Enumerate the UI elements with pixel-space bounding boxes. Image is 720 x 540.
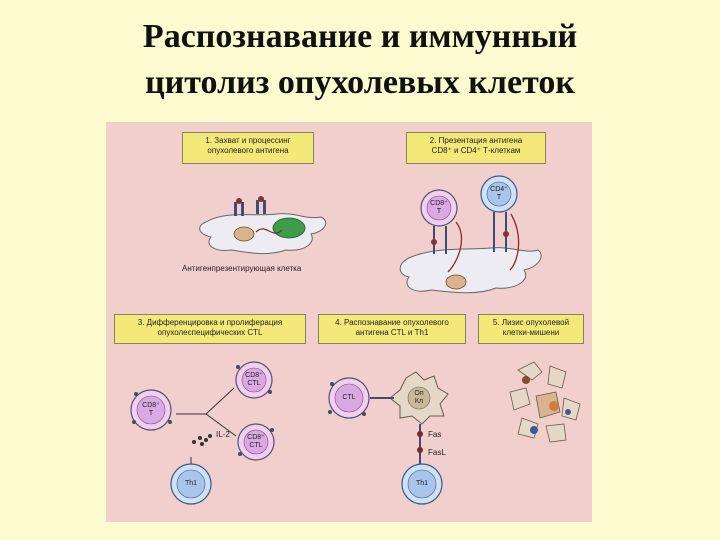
cd8-t-cell-a — [420, 189, 458, 227]
ctl-cell-3-label: CTL — [342, 394, 356, 401]
step-2-box: 2. Презентация антигена CD8⁺ и CD4⁺ Т-кл… — [406, 132, 546, 164]
antigen-presenting-cell-1 — [199, 196, 327, 255]
th1-cell-a — [170, 463, 212, 505]
step-5-line-1: 5. Лизис опухолевой — [492, 318, 570, 327]
cd8-t-cell-b — [130, 389, 172, 431]
il2-molecules — [192, 434, 212, 446]
th1-cell-b-label: Th1 — [415, 480, 429, 487]
ctl-cell-2 — [237, 423, 275, 461]
ctl-cell-1 — [235, 361, 273, 399]
tumor-line-2: Кл — [414, 398, 424, 405]
step-2-line-2: CD8⁺ и CD4⁺ Т-клеткам — [431, 146, 521, 155]
il2-label: IL-2 — [216, 430, 230, 439]
step-3-line-2: опухолеспецифических CTL — [157, 328, 263, 337]
ctl-cell-2-label: CD8⁺ CTL — [244, 434, 268, 450]
apc-label: Антигенпрезентирующая клетка — [182, 264, 302, 273]
ctl-2-cd8-text: CD8⁺ — [247, 434, 265, 441]
ctl-cell-1-label: CD8⁺ CTL — [242, 372, 266, 388]
antigen-presenting-cell-2 — [399, 247, 542, 294]
cd4-text: CD4⁺ — [490, 186, 508, 193]
th1-cell-a-label: Th1 — [184, 480, 198, 487]
diagram-drawing — [130, 175, 581, 505]
t-a-text: T — [436, 208, 442, 215]
cd4-t-cell — [480, 175, 518, 213]
step-4-line-2: антигена CTL и Th1 — [355, 328, 429, 337]
t-c-text: T — [148, 410, 154, 417]
tumor-cell-label: Оп Кл — [407, 390, 431, 406]
step-5-box: 5. Лизис опухолевой клетки-мишени — [478, 314, 584, 344]
tumor-cell — [389, 371, 449, 425]
step-1-box: 1. Захват и процессинг опухолевого антиг… — [182, 132, 314, 164]
cd8-t-cell-a-label: CD8⁺ T — [427, 200, 451, 216]
slide-title: Распознавание и иммунный цитолиз опухоле… — [0, 14, 720, 106]
lysed-tumor-cell — [509, 361, 581, 443]
step-2-line-1: 2. Презентация антигена — [429, 136, 523, 145]
th1-cell-b — [401, 463, 443, 505]
ctl-1-cd8-text: CD8⁺ — [245, 372, 263, 379]
slide-title-line-1: Распознавание и иммунный — [142, 18, 578, 55]
ctl-cell-3 — [328, 377, 370, 419]
step-1-line-1: 1. Захват и процессинг — [205, 136, 291, 145]
cd8-a-text: CD8⁺ — [430, 200, 448, 207]
step-5-line-2: клетки-мишени — [502, 328, 560, 337]
t-b-text: T — [496, 194, 502, 201]
step-4-box: 4. Распознавание опухолевого антигена CT… — [318, 314, 466, 344]
tumor-line-1: Оп — [414, 390, 424, 397]
ctl-1-text: CTL — [247, 380, 261, 387]
fas-label: Fas — [428, 430, 442, 439]
step-3-box: 3. Дифференцировка и пролиферация опухол… — [114, 314, 306, 344]
cd8-b-text: CD8⁺ — [142, 402, 160, 409]
cd4-t-cell-label: CD4⁺ T — [487, 186, 511, 202]
step-4-line-1: 4. Распознавание опухолевого — [335, 318, 449, 327]
step-3-line-1: 3. Дифференцировка и пролиферация — [137, 318, 283, 327]
slide-title-line-2: цитолиз опухолевых клеток — [145, 64, 575, 101]
tumor-cytolysis-diagram: 1. Захват и процессинг опухолевого антиг… — [106, 122, 592, 522]
step-1-line-2: опухолевого антигена — [207, 146, 289, 155]
ctl-2-text: CTL — [249, 442, 263, 449]
cd8-t-cell-b-label: CD8⁺ T — [139, 402, 163, 418]
fasl-label: FasL — [428, 448, 446, 457]
